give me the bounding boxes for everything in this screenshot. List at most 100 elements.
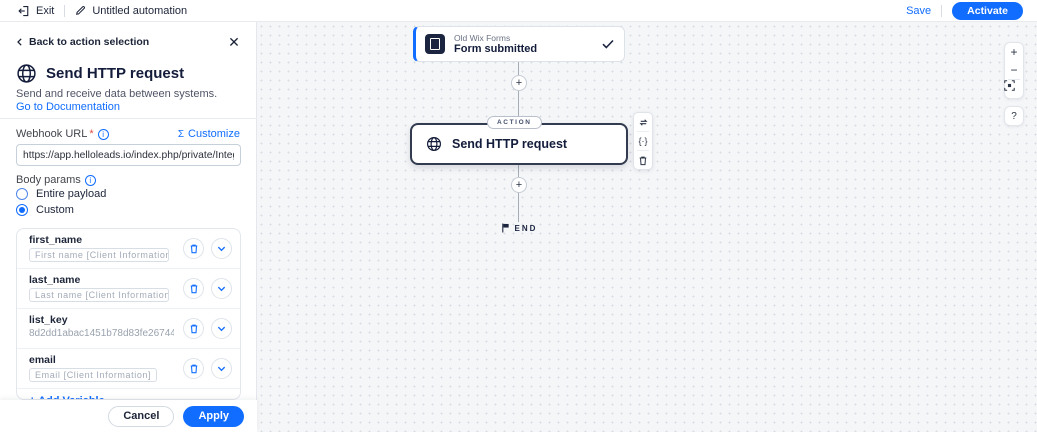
globe-icon	[426, 136, 442, 152]
param-name: last_name	[29, 274, 81, 286]
required-asterisk: *	[89, 128, 94, 140]
zoom-in-button[interactable]: +	[1010, 45, 1018, 59]
back-to-action-selection[interactable]: Back to action selection	[16, 36, 149, 48]
fit-screen-icon	[1004, 80, 1015, 91]
swap-arrows-icon	[639, 118, 647, 126]
webhook-url-label: Webhook URL	[16, 128, 88, 140]
panel-description: Send and receive data between systems.	[16, 88, 218, 100]
param-value-chip[interactable]: Email [Client Information]	[29, 368, 158, 382]
panel-title: Send HTTP request	[46, 65, 185, 82]
flow-end-marker: END	[479, 223, 559, 233]
back-label: Back to action selection	[29, 36, 150, 48]
expand-param-button[interactable]	[211, 238, 232, 259]
radio-custom[interactable]: Custom	[16, 204, 74, 216]
param-name: email	[29, 354, 56, 366]
chevron-down-icon	[217, 326, 226, 332]
add-step-button[interactable]: +	[511, 75, 527, 91]
body-params-list: first_name First name [Client Informatio…	[16, 228, 241, 400]
automation-flow-canvas[interactable]: Old Wix Forms Form submitted + ACTION Se…	[257, 22, 1037, 432]
radio-label: Custom	[36, 204, 74, 216]
check-icon	[602, 39, 614, 49]
apply-button[interactable]: Apply	[183, 405, 244, 427]
exit-label: Exit	[36, 4, 55, 17]
trigger-app-name: Old Wix Forms	[454, 33, 511, 43]
chevron-down-icon	[217, 366, 226, 372]
add-step-button[interactable]: +	[511, 177, 527, 193]
add-variable-link[interactable]: + Add Variable	[17, 389, 240, 399]
delete-param-button[interactable]	[183, 238, 204, 259]
trigger-title: Form submitted	[454, 43, 538, 55]
customize-button[interactable]: Σ Customize	[178, 128, 240, 140]
save-button[interactable]: Save	[906, 4, 932, 17]
radio-label: Entire payload	[36, 188, 107, 200]
param-row-list-key: list_key 8d2dd1abac1451b78d83fe26744...	[17, 309, 240, 349]
automation-title-editor[interactable]: Untitled automation	[75, 5, 187, 17]
param-value-text[interactable]: 8d2dd1abac1451b78d83fe26744...	[29, 328, 174, 339]
chevron-down-icon	[217, 246, 226, 252]
action-badge: ACTION	[487, 116, 542, 129]
param-value-chip[interactable]: First name [Client Information]	[29, 248, 169, 262]
info-icon[interactable]: i	[84, 174, 96, 186]
trash-icon	[190, 244, 197, 254]
radio-unselected-icon	[16, 188, 28, 200]
customize-label: Customize	[188, 128, 240, 140]
globe-icon	[16, 63, 37, 84]
trash-icon	[190, 324, 197, 334]
trash-icon	[190, 284, 197, 294]
exit-icon	[18, 5, 30, 17]
activate-button[interactable]: Activate	[952, 1, 1023, 20]
close-icon[interactable]: ✕	[228, 34, 240, 50]
top-bar: Exit Untitled automation Save Activate	[0, 0, 1037, 22]
action-node-send-http-request[interactable]: Send HTTP request	[410, 123, 628, 165]
param-name: first_name	[29, 234, 83, 246]
chevron-down-icon	[217, 286, 226, 292]
param-row-email: email Email [Client Information]	[17, 349, 240, 389]
expand-param-button[interactable]	[211, 318, 232, 339]
delete-param-button[interactable]	[183, 278, 204, 299]
webhook-url-row: Webhook URL * i Σ Customize	[16, 128, 240, 140]
section-divider	[0, 118, 257, 119]
param-row-first-name: first_name First name [Client Informatio…	[17, 229, 240, 269]
documentation-link[interactable]: Go to Documentation	[16, 101, 120, 113]
zoom-out-button[interactable]: −	[1010, 63, 1018, 77]
edit-pencil-icon	[75, 5, 86, 16]
replace-action-button[interactable]	[634, 113, 652, 131]
node-toolbar: {·}	[633, 112, 653, 170]
webhook-url-input[interactable]	[16, 144, 241, 166]
panel-title-row: Send HTTP request	[16, 63, 184, 84]
exit-button[interactable]: Exit	[18, 5, 54, 17]
help-button[interactable]: ?	[1004, 106, 1024, 126]
test-payload-button[interactable]: {·}	[638, 136, 648, 146]
fit-to-screen-button[interactable]	[1004, 80, 1024, 98]
expand-param-button[interactable]	[211, 278, 232, 299]
flow-connector	[518, 165, 519, 177]
flow-connector	[518, 91, 519, 117]
topbar-divider	[64, 4, 66, 17]
radio-selected-icon	[16, 204, 28, 216]
body-params-row: Body params i	[16, 174, 96, 186]
trash-icon	[190, 364, 197, 374]
trash-icon	[639, 156, 647, 165]
end-label: END	[514, 223, 538, 233]
cancel-button[interactable]: Cancel	[108, 405, 175, 427]
action-settings-panel: Back to action selection ✕ Send HTTP req…	[0, 22, 257, 432]
topbar-divider	[941, 4, 943, 17]
info-icon[interactable]: i	[97, 128, 109, 140]
delete-node-button[interactable]	[634, 151, 652, 169]
param-name: list_key	[29, 314, 68, 326]
param-value-chip[interactable]: Last name [Client Information]	[29, 288, 169, 302]
flag-icon	[501, 223, 509, 233]
delete-param-button[interactable]	[183, 318, 204, 339]
expand-param-button[interactable]	[211, 358, 232, 379]
wix-forms-icon	[425, 34, 445, 54]
panel-footer: Cancel Apply	[0, 400, 257, 432]
radio-entire-payload[interactable]: Entire payload	[16, 188, 106, 200]
automation-title: Untitled automation	[92, 4, 188, 17]
param-row-last-name: last_name Last name [Client Information]	[17, 269, 240, 309]
flow-connector	[518, 193, 519, 222]
action-title: Send HTTP request	[452, 137, 568, 151]
trigger-node-form-submitted[interactable]: Old Wix Forms Form submitted	[413, 26, 625, 62]
delete-param-button[interactable]	[183, 358, 204, 379]
body-params-label: Body params	[16, 174, 81, 186]
flow-connector	[518, 62, 519, 75]
